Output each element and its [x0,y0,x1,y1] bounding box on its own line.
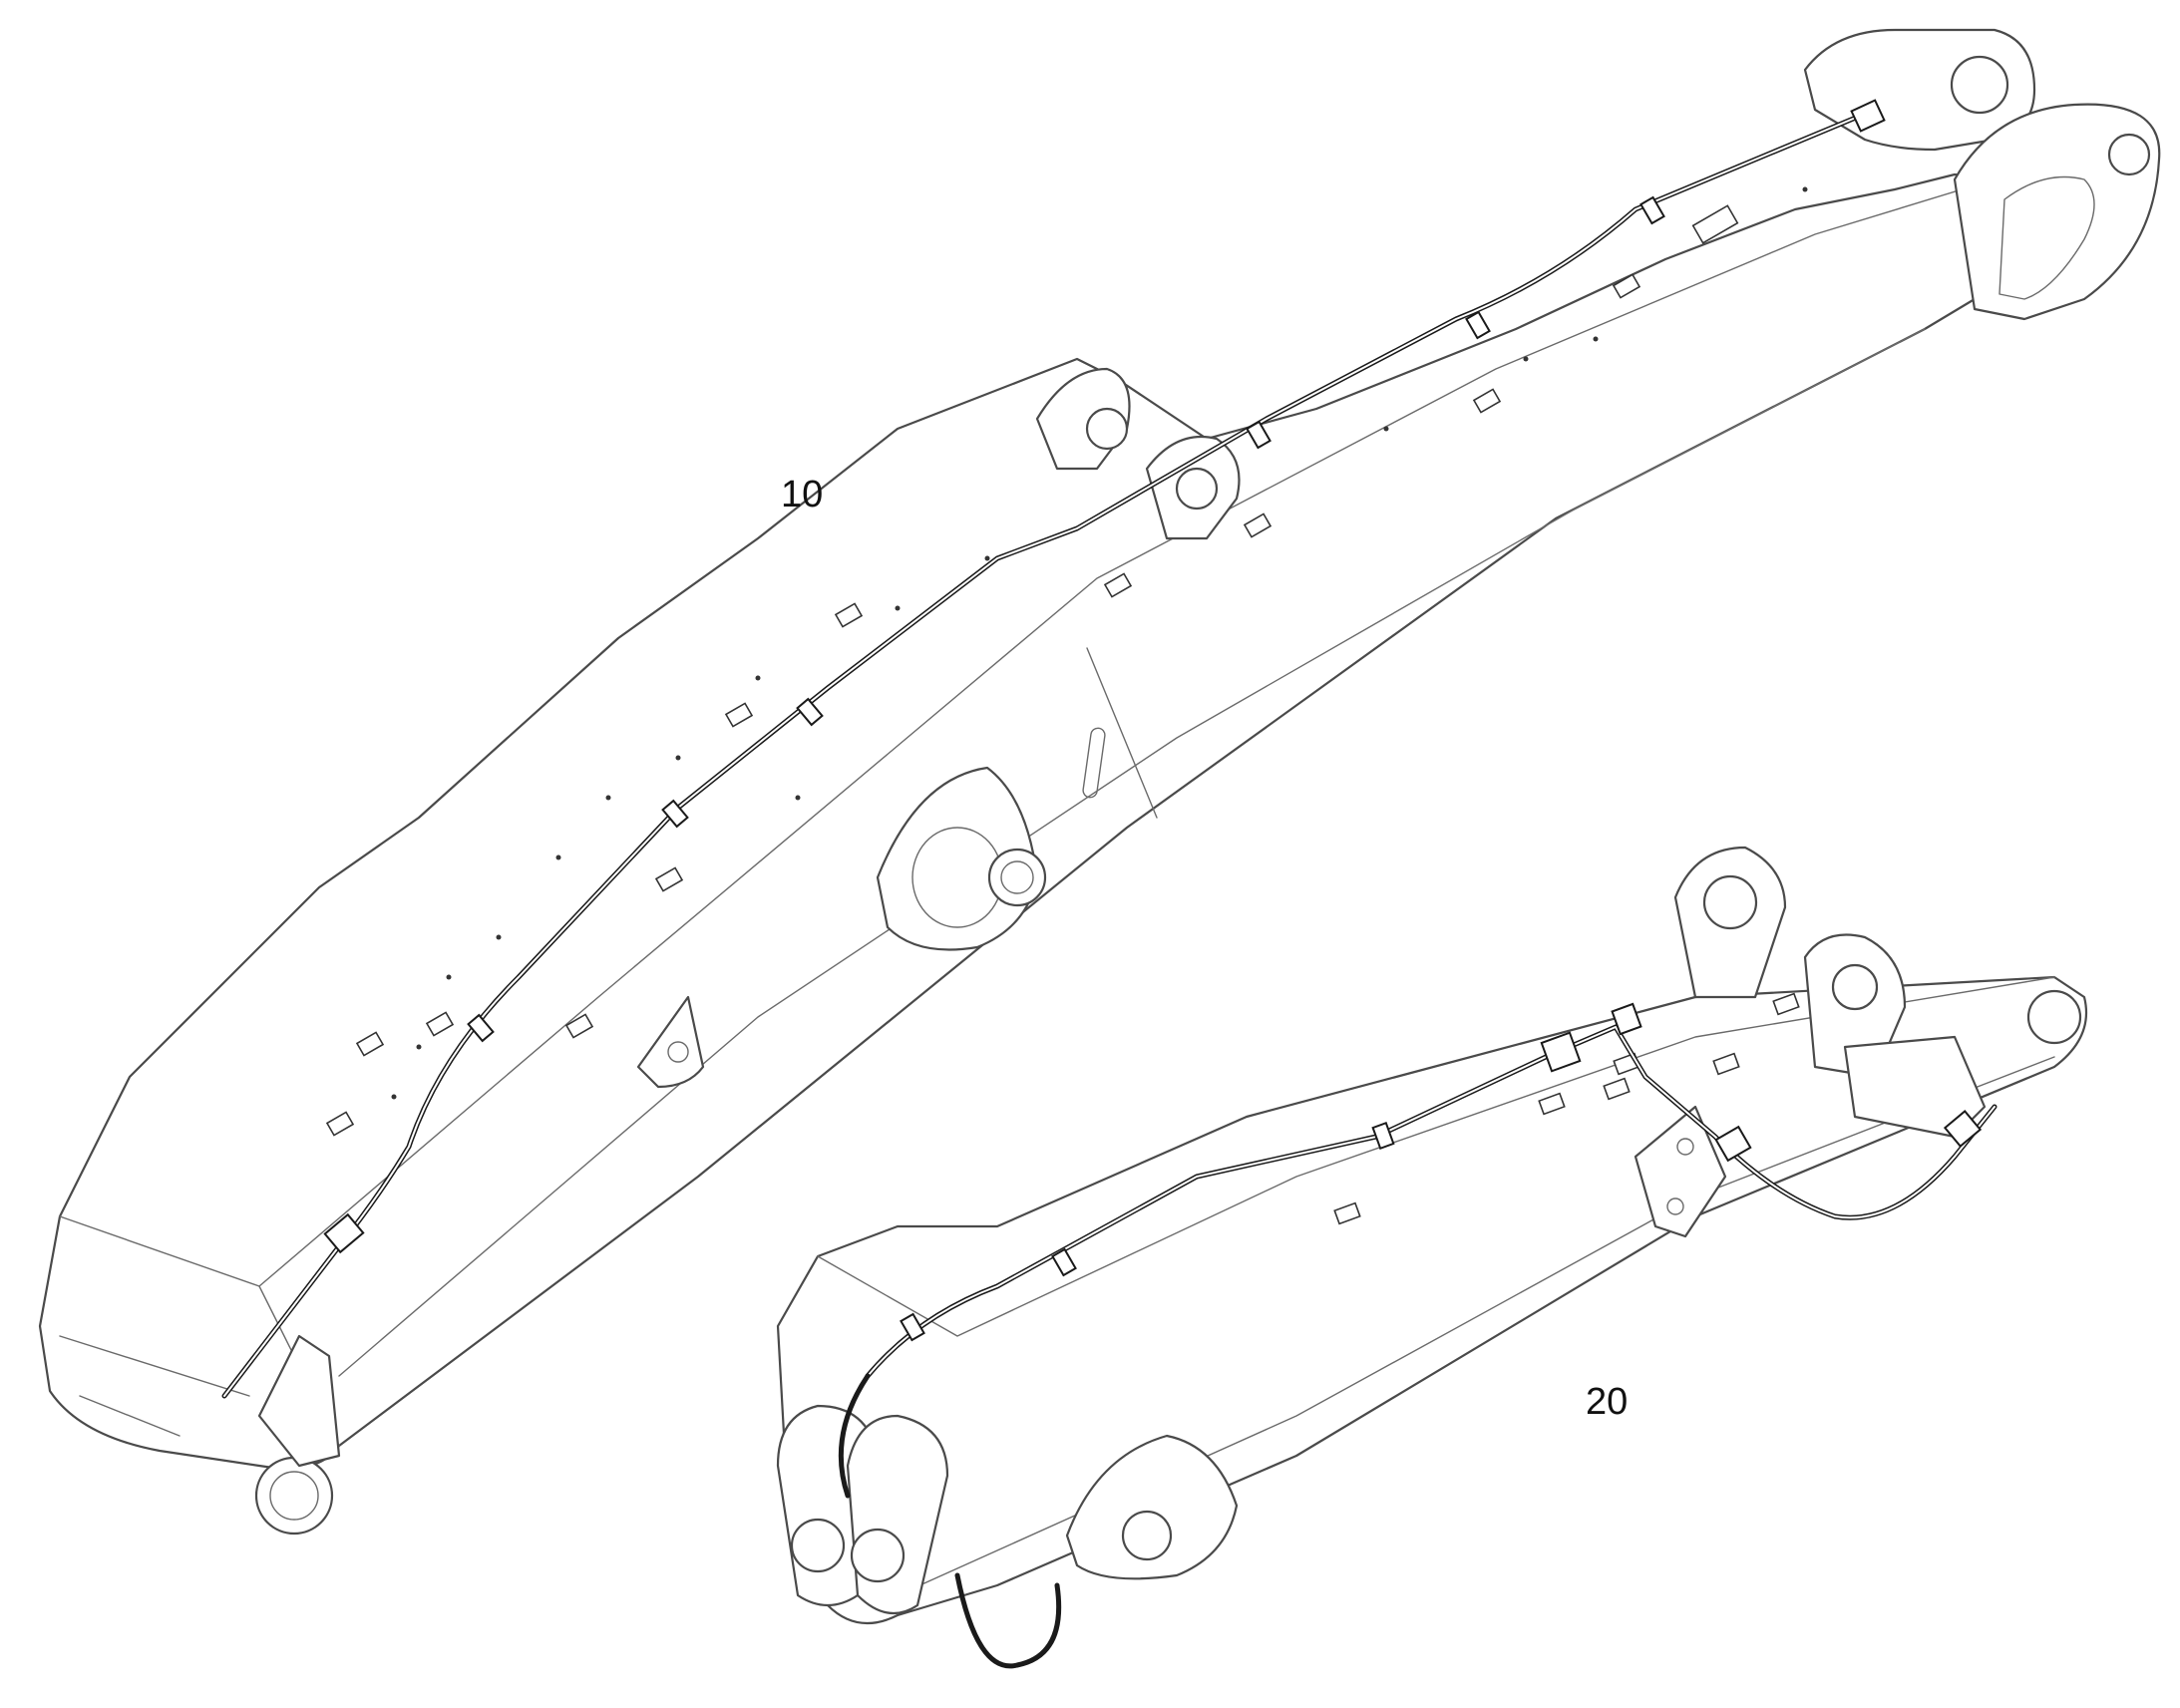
arm-side-bracket-hole-2 [1666,1197,1684,1215]
arm-foot-pin-2 [850,1528,906,1583]
boom-hose-fitting [323,1212,365,1254]
boom-mid-pin-2 [1175,467,1219,511]
arm-hose-lower-loop [838,1373,1062,1669]
boom-pads [325,204,1739,1137]
arm-hose-highlight [867,1026,1996,1377]
boom-cone-ring-inner [1000,860,1034,894]
arm-foot-pin-1 [790,1518,846,1573]
boom-side-eye-hole [667,1041,689,1063]
boom-mid-pin [1085,407,1129,451]
boom-bolt-dots [391,186,1808,1100]
boom-nose-pin-lower [2107,133,2151,176]
boom-foot-pin-inner [269,1471,319,1521]
arm-side-bracket-hole [1676,1138,1694,1156]
boom-cone-ring [987,848,1047,907]
arm-assembly [776,846,2088,1669]
boom-hose-clamps [467,99,1886,1043]
boom-plate-line [1086,647,1158,819]
arm-side-bracket [1634,1105,1727,1238]
boom-foot-pin [254,1456,334,1536]
arm-body [776,975,2088,1625]
arm-cylinder-cone [1065,1434,1239,1580]
arm-tip-end-pin [2026,989,2082,1045]
callout-item-20: 20 [1586,1381,1628,1423]
boom-side-eye [636,995,705,1089]
boom-base-cylinder [59,1335,250,1437]
callout-item-10: 10 [781,474,823,515]
boom-hose-highlight [223,109,1876,1397]
boom-nose-pin-upper [1950,55,2009,115]
arm-tip-pin-2 [1831,963,1879,1011]
arm-cone-ring [1121,1510,1173,1561]
arm-hose-clamps [900,1002,1983,1342]
boom-nose-lower [1953,103,2161,321]
boom-side-line [338,328,1926,1377]
boom-slot [1082,727,1106,799]
boom-assembly [38,28,2161,1536]
arm-pads [1333,992,1800,1225]
arm-tip-pin-1 [1702,874,1758,930]
boom-foot-bracket [257,1334,341,1468]
boom-nose-slot [1998,175,2095,300]
